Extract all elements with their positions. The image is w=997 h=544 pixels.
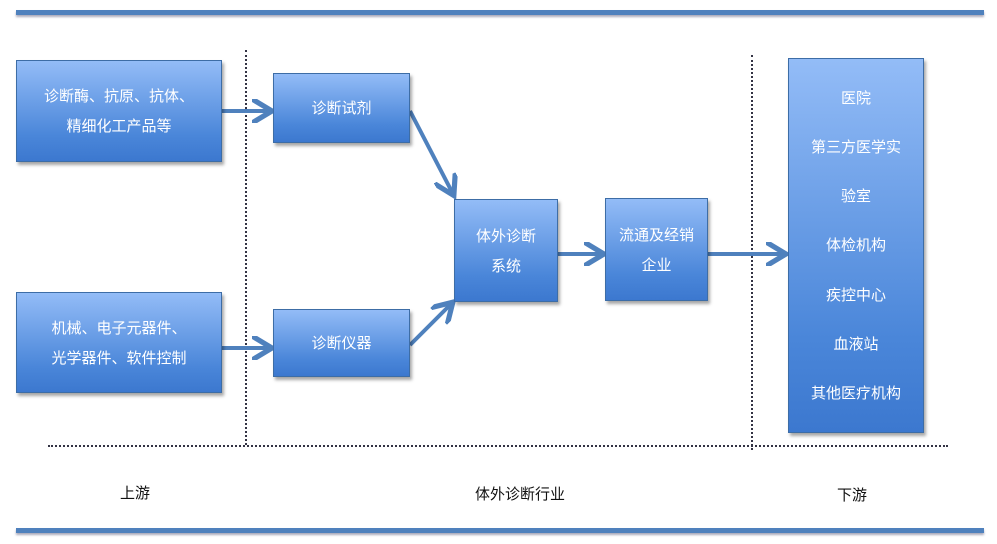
label-downstream: 下游 bbox=[836, 486, 868, 504]
downstream-item: 血液站 bbox=[833, 335, 879, 354]
divider-upstream bbox=[245, 50, 247, 445]
box-text: 精细化工产品等 bbox=[66, 117, 172, 135]
label-upstream: 上游 bbox=[119, 484, 151, 502]
box-text: 企业 bbox=[641, 255, 672, 274]
box-text: 光学器件、软件控制 bbox=[51, 348, 187, 367]
arrow-reagents-system bbox=[408, 110, 452, 192]
top-rule bbox=[16, 10, 984, 15]
box-instruments: 机械、电子元器件、 光学器件、软件控制 bbox=[16, 292, 222, 393]
box-text: 系统 bbox=[490, 256, 521, 275]
box-distribution: 流通及经销 企业 bbox=[605, 198, 708, 301]
box-devices: 诊断仪器 bbox=[273, 309, 410, 377]
downstream-item: 医院 bbox=[840, 88, 871, 107]
box-text: 诊断酶、抗原、抗体、 bbox=[43, 87, 194, 105]
box-system: 体外诊断 系统 bbox=[454, 199, 558, 302]
bottom-rule bbox=[16, 528, 984, 533]
divider-horizontal bbox=[48, 445, 948, 447]
box-materials: 诊断酶、抗原、抗体、 精细化工产品等 bbox=[16, 60, 222, 162]
downstream-item: 体检机构 bbox=[825, 236, 886, 255]
box-reagents: 诊断试剂 bbox=[273, 73, 410, 143]
downstream-item: 验室 bbox=[840, 187, 871, 206]
box-text: 体外诊断 bbox=[475, 226, 536, 245]
box-text: 诊断试剂 bbox=[311, 99, 372, 117]
box-downstream: 医院 第三方医学实 验室 体检机构 疾控中心 血液站 其他医疗机构 bbox=[788, 58, 924, 433]
downstream-item: 第三方医学实 bbox=[810, 137, 901, 156]
downstream-item: 其他医疗机构 bbox=[810, 384, 901, 403]
box-text: 诊断仪器 bbox=[311, 334, 372, 352]
box-text: 流通及经销 bbox=[618, 225, 694, 244]
box-text: 机械、电子元器件、 bbox=[51, 318, 187, 337]
downstream-item: 疾控中心 bbox=[825, 285, 886, 304]
label-industry: 体外诊断行业 bbox=[474, 485, 566, 503]
arrow-devices-system bbox=[408, 305, 450, 347]
